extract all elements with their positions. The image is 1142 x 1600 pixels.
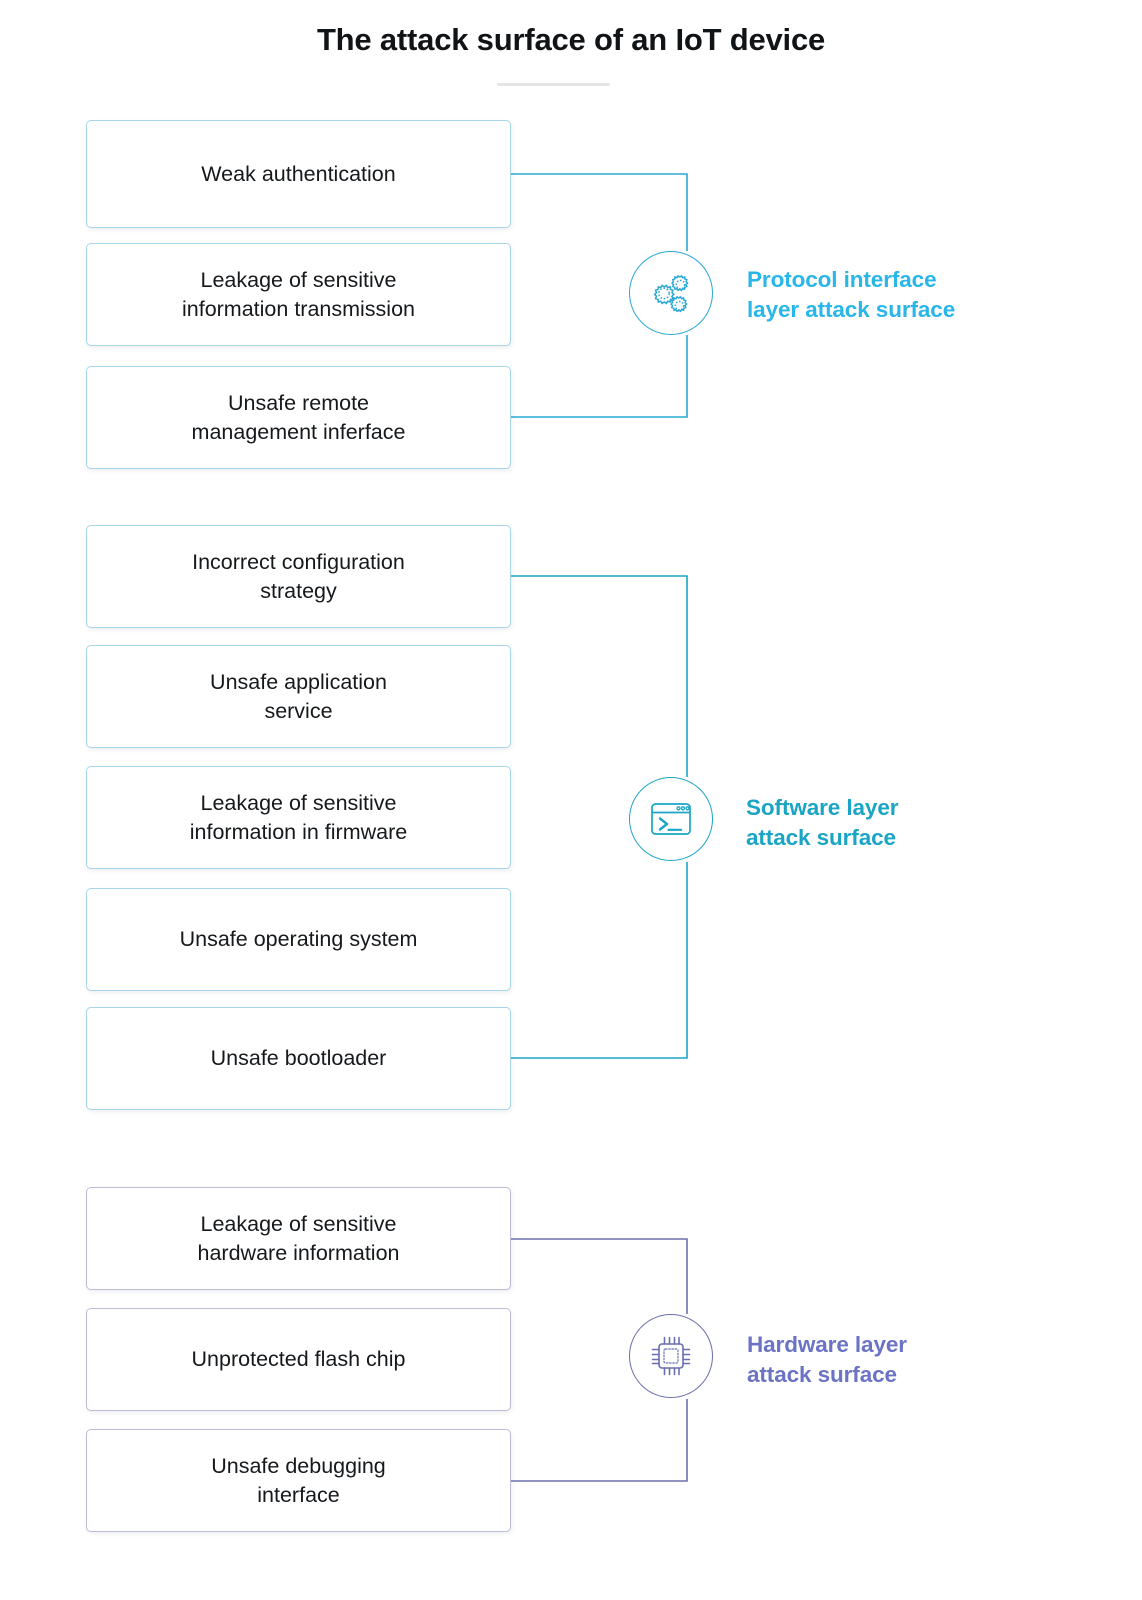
caption-line-2: attack surface — [747, 1361, 897, 1387]
box-line-1: Leakage of sensitive — [200, 790, 397, 815]
connector-hardware-bottom — [511, 1399, 688, 1482]
connector-software-bottom — [511, 862, 688, 1059]
box-line-1: Incorrect configuration — [192, 549, 405, 574]
attack-surface-box[interactable]: Leakage of sensitive information transmi… — [86, 243, 511, 346]
box-line-1: Unsafe debugging — [211, 1453, 386, 1478]
box-line-1: Unsafe application — [210, 669, 387, 694]
page-title: The attack surface of an IoT device — [316, 22, 826, 57]
box-line-1: Leakage of sensitive — [200, 1211, 397, 1236]
box-line-2: information in firmware — [189, 819, 408, 844]
gears-icon — [653, 274, 689, 313]
connector-protocol-top — [511, 173, 688, 251]
attack-surface-box[interactable]: Unsafe operating system — [86, 888, 511, 991]
microchip-icon — [651, 1336, 691, 1376]
terminal-icon — [651, 803, 691, 835]
attack-surface-box[interactable]: Unsafe debugging interface — [86, 1429, 511, 1532]
attack-surface-box[interactable]: Weak authentication — [86, 120, 511, 228]
box-line-2: strategy — [260, 578, 337, 603]
box-line-2: information transmission — [181, 296, 415, 321]
box-line-2: hardware information — [197, 1240, 400, 1265]
group-caption-software: Software layer attack surface — [746, 793, 899, 853]
connector-software-top — [511, 575, 688, 777]
attack-surface-box[interactable]: Unsafe application service — [86, 645, 511, 748]
caption-line-2: layer attack surface — [747, 296, 956, 322]
caption-line-1: Hardware layer — [747, 1332, 907, 1357]
attack-surface-box[interactable]: Unsafe remote management inferface — [86, 366, 511, 469]
attack-surface-box[interactable]: Unprotected flash chip — [86, 1308, 511, 1411]
terminal-icon-badge — [629, 777, 713, 861]
title-divider — [497, 83, 610, 86]
box-line-1: Unsafe remote — [227, 390, 369, 415]
box-line-1: Unsafe operating system — [179, 927, 418, 952]
attack-surface-box[interactable]: Incorrect configuration strategy — [86, 525, 511, 628]
attack-surface-box[interactable]: Leakage of sensitive hardware informatio… — [86, 1187, 511, 1290]
connector-protocol-bottom — [511, 335, 688, 418]
group-caption-protocol: Protocol interface layer attack surface — [747, 265, 955, 325]
box-line-1: Unsafe bootloader — [210, 1046, 387, 1071]
caption-line-2: attack surface — [746, 824, 896, 850]
box-line-1: Weak authentication — [201, 161, 396, 186]
box-line-2: interface — [257, 1482, 340, 1507]
caption-line-1: Software layer — [746, 795, 899, 820]
caption-line-1: Protocol interface — [747, 267, 937, 292]
box-line-1: Leakage of sensitive — [200, 267, 397, 292]
attack-surface-box[interactable]: Unsafe bootloader — [86, 1007, 511, 1110]
connector-hardware-top — [511, 1238, 688, 1314]
box-line-2: management inferface — [191, 419, 406, 444]
gears-icon-badge — [629, 251, 713, 335]
attack-surface-box[interactable]: Leakage of sensitive information in firm… — [86, 766, 511, 869]
box-line-1: Unprotected flash chip — [191, 1347, 406, 1372]
box-line-2: service — [264, 698, 333, 723]
group-caption-hardware: Hardware layer attack surface — [747, 1330, 907, 1390]
microchip-icon-badge — [629, 1314, 713, 1398]
